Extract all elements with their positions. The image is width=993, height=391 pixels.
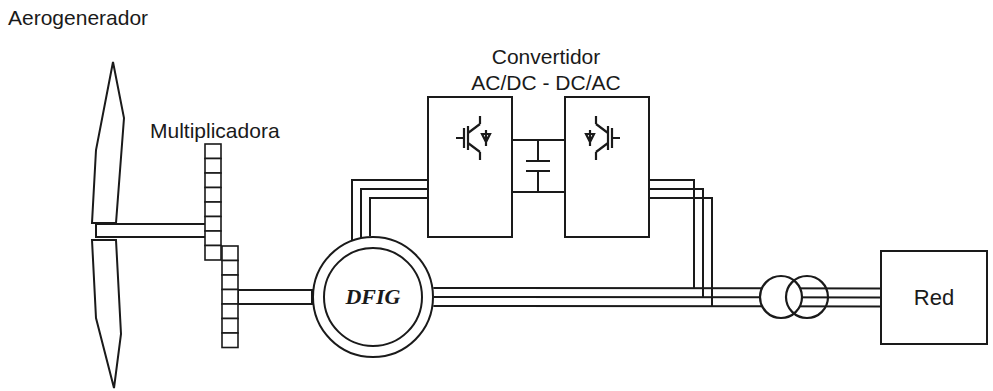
part-label: Aerogenerador [8, 5, 248, 31]
stator-wire [433, 287, 880, 290]
part-label: Convertidor AC/DC - DC/AC [466, 44, 626, 96]
gear-tooth [222, 261, 238, 276]
gear-tooth [205, 231, 221, 246]
grid-side-wires [649, 180, 712, 306]
gear-tooth [205, 159, 221, 174]
generator-circle: DFIG [311, 235, 435, 359]
gear-tooth [222, 333, 238, 348]
gear-tooth [222, 275, 238, 290]
gear-tooth [222, 304, 238, 319]
blade [92, 240, 121, 388]
gear-tooth [205, 188, 221, 203]
gear-tooth [222, 246, 238, 261]
generator-label: DFIG [345, 284, 400, 310]
gear-tooth [205, 217, 221, 232]
igbt-symbol [586, 116, 620, 160]
grid-label: Red [914, 285, 954, 311]
high-speed-shaft [238, 290, 312, 304]
gear-tooth [222, 319, 238, 334]
gear-tooth [205, 202, 221, 217]
part-label: Multiplicadora [150, 118, 350, 144]
gear-tooth [205, 173, 221, 188]
gear-tooth [205, 246, 221, 261]
transformer-symbol [760, 276, 828, 318]
blade [92, 62, 124, 223]
low-speed-shaft [96, 224, 206, 237]
rectifier-box [428, 97, 512, 237]
grid-box: Red [880, 250, 988, 345]
igbt-symbols [456, 116, 620, 160]
rotor-wires [352, 180, 428, 246]
inverter-box [565, 97, 649, 237]
dc-link-capacitor [512, 140, 565, 192]
gear-tooth [205, 144, 221, 159]
gear-tooth [222, 290, 238, 305]
stator-wire [433, 305, 880, 308]
igbt-symbol [456, 116, 490, 160]
gearbox [205, 144, 238, 348]
stator-lines [433, 288, 880, 307]
stator-wire [434, 296, 880, 299]
